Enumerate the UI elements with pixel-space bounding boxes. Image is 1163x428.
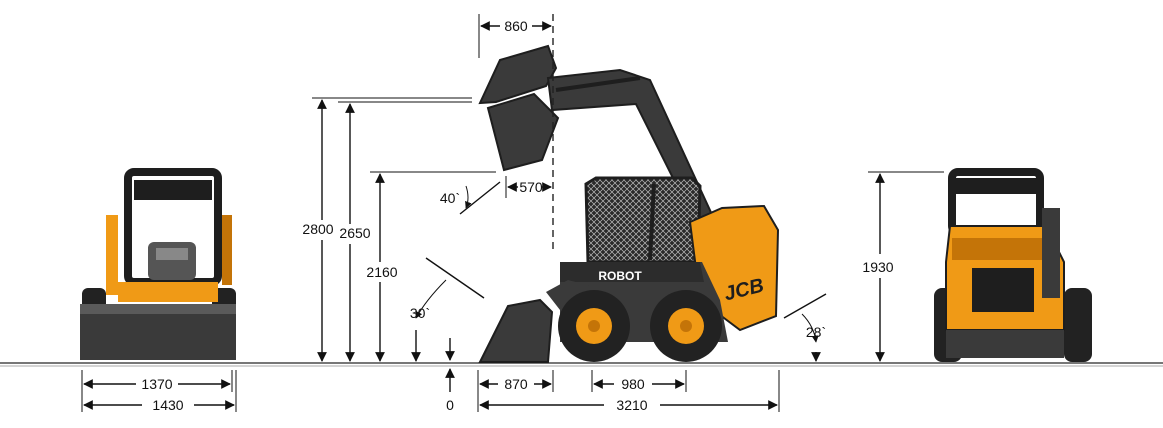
dim-height-2800: 2800 <box>302 221 333 237</box>
dim-dump-angle: 40` <box>440 190 460 206</box>
dim-departure-angle: 28` <box>806 324 826 340</box>
model-decal: ROBOT <box>598 269 642 283</box>
dim-wheelbase: 980 <box>621 376 645 392</box>
lowered-bucket <box>478 298 554 363</box>
dim-overall-length: 3210 <box>616 397 647 413</box>
front-wheel <box>558 290 630 362</box>
dim-ground-zero: 0 <box>446 397 454 413</box>
length-dimensions <box>477 370 780 412</box>
reach-dump-dimension <box>505 176 552 198</box>
departure-angle-indicator <box>783 293 827 362</box>
front-width-dimensions <box>81 370 237 412</box>
rear-view-machine <box>934 168 1092 362</box>
ground-line <box>0 362 1163 367</box>
front-view-machine <box>80 168 236 360</box>
height-extension-lines <box>312 97 496 173</box>
dim-bucket-length: 870 <box>504 376 528 392</box>
cab-height-dimension <box>868 171 944 362</box>
dim-reach-dump: 570 <box>519 179 543 195</box>
dim-cab-height: 1930 <box>862 259 893 275</box>
dim-rollback-angle: 30` <box>410 305 430 321</box>
dim-height-2650: 2650 <box>339 225 370 241</box>
dim-height-2160: 2160 <box>366 264 397 280</box>
reach-raised-dimension <box>478 14 552 58</box>
rear-wheel <box>650 290 722 362</box>
dump-angle-indicator <box>459 181 501 215</box>
raised-bucket <box>478 44 560 172</box>
dim-width-overall: 1430 <box>152 397 183 413</box>
dim-width-track: 1370 <box>141 376 172 392</box>
dim-reach-raised: 860 <box>504 18 528 34</box>
rollback-angle-indicator <box>411 257 485 362</box>
